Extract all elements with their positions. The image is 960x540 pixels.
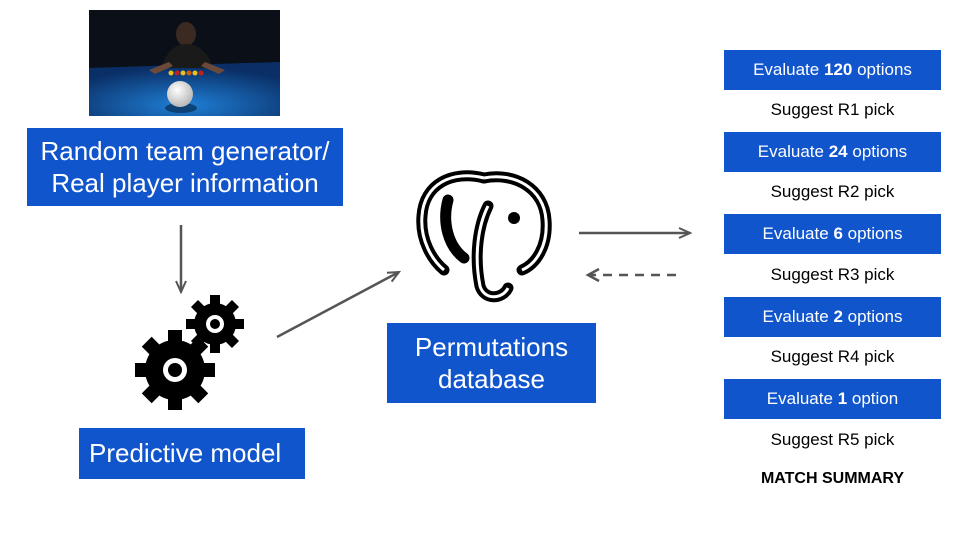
- suggest-r1-label: Suggest R1 pick: [770, 100, 895, 119]
- evaluate-box-r1: Evaluate 120 options: [724, 50, 941, 90]
- arrow-model-to-database: [276, 272, 399, 339]
- evaluate-count: 2: [833, 307, 843, 326]
- random-team-generator-label: Random team generator/: [40, 136, 330, 166]
- postgresql-elephant-icon: [416, 170, 552, 303]
- evaluate-suffix: options: [857, 60, 912, 79]
- evaluate-box-r2: Evaluate 24 options: [724, 132, 941, 172]
- evaluate-box-r4: Evaluate 2 options: [724, 297, 941, 337]
- database-label: database: [438, 364, 545, 394]
- permutations-label: Permutations: [414, 332, 569, 362]
- evaluate-suffix: options: [847, 307, 903, 326]
- real-player-information-label: Real player information: [51, 168, 319, 198]
- suggest-r4-label: Suggest R4 pick: [770, 347, 895, 366]
- evaluate-prefix: Evaluate: [766, 389, 833, 408]
- suggest-r3-label: Suggest R3 pick: [770, 265, 895, 284]
- suggest-r2-label: Suggest R2 pick: [770, 182, 895, 201]
- suggest-r5-label: Suggest R5 pick: [770, 430, 895, 449]
- evaluate-prefix: Evaluate: [753, 60, 820, 79]
- evaluate-suffix: option: [851, 389, 899, 408]
- evaluate-count: 24: [828, 142, 848, 161]
- random-team-generator-box: Random team generator/ Real player infor…: [27, 128, 343, 206]
- match-summary-label: MATCH SUMMARY: [760, 470, 905, 487]
- evaluate-prefix: Evaluate: [762, 224, 829, 243]
- evaluate-box-r5: Evaluate 1 option: [724, 379, 941, 419]
- evaluate-count: 120: [823, 60, 853, 79]
- evaluate-prefix: Evaluate: [762, 307, 829, 326]
- evaluate-suffix: options: [847, 224, 903, 243]
- arrow-evaluations-to-database-head: [585, 267, 600, 283]
- billiards-photo: [89, 10, 280, 116]
- evaluate-suffix: options: [852, 142, 908, 161]
- gears-icon: [135, 295, 244, 410]
- predictive-model-label: Predictive model: [89, 438, 282, 468]
- predictive-model-box: Predictive model: [79, 428, 305, 479]
- evaluate-count: 1: [837, 389, 848, 408]
- evaluate-box-r3: Evaluate 6 options: [724, 214, 941, 254]
- evaluate-count: 6: [833, 224, 843, 243]
- permutations-database-box: Permutations database: [387, 323, 596, 403]
- evaluate-prefix: Evaluate: [757, 142, 824, 161]
